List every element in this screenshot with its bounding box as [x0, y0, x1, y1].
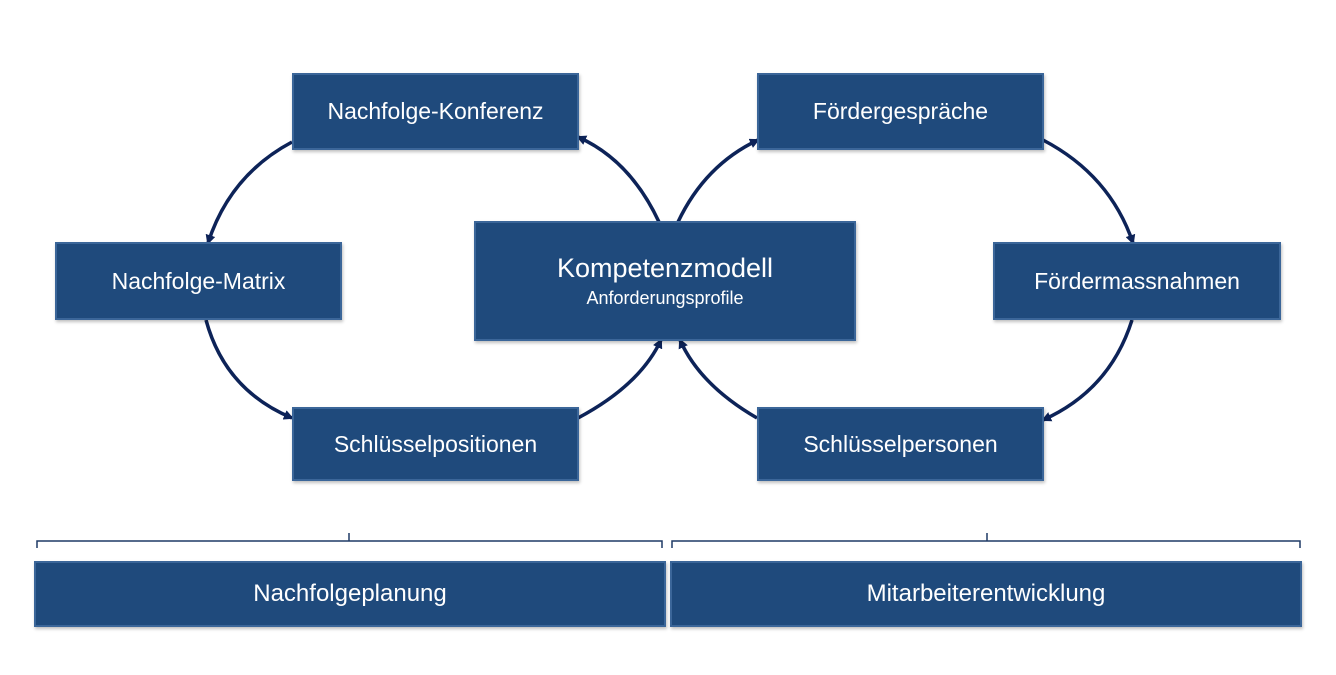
- arrow-schluesselpersonen-to-kompetenzmodell: [678, 338, 758, 420]
- section-mitarbeiterentwicklung-label: Mitarbeiterentwicklung: [866, 580, 1106, 607]
- node-schluesselpersonen-label: Schlüsselpersonen: [803, 430, 998, 457]
- arrow-foerdermassnahmen-to-schluesselpersonen: [1041, 319, 1134, 422]
- brace-left: [36, 533, 663, 548]
- node-foerdergespraeche-label: Fördergespräche: [812, 98, 989, 124]
- node-schluesselpositionen-label: Schlüsselpositionen: [333, 430, 538, 457]
- node-schluesselpositionen: Schlüsselpositionen: [292, 407, 579, 481]
- section-nachfolgeplanung: Nachfolgeplanung: [34, 561, 666, 627]
- node-foerdermassnahmen: Fördermassnahmen: [993, 242, 1281, 320]
- node-schluesselpersonen: Schlüsselpersonen: [757, 407, 1044, 481]
- node-nachfolge-konferenz-label: Nachfolge-Konferenz: [327, 98, 544, 124]
- arrow-konferenz-to-matrix: [205, 140, 293, 245]
- node-kompetenzmodell-subtitle: Anforderungsprofile: [586, 288, 744, 308]
- node-kompetenzmodell: Kompetenzmodell Anforderungsprofile: [474, 221, 856, 341]
- brace-right: [671, 533, 1301, 548]
- node-kompetenzmodell-title: Kompetenzmodell: [556, 253, 774, 283]
- section-nachfolgeplanung-label: Nachfolgeplanung: [253, 580, 447, 607]
- arrow-kompetenzmodell-to-foerdergespraeche: [676, 138, 760, 223]
- arrow-schluesselpositionen-to-kompetenzmodell: [577, 338, 663, 420]
- arrow-foerdergespraeche-to-foerdermassnahmen: [1042, 138, 1136, 245]
- node-nachfolge-konferenz: Nachfolge-Konferenz: [292, 73, 579, 150]
- node-foerdermassnahmen-label: Fördermassnahmen: [1034, 267, 1240, 294]
- node-foerdergespraeche: Fördergespräche: [757, 73, 1044, 150]
- section-mitarbeiterentwicklung: Mitarbeiterentwicklung: [670, 561, 1302, 627]
- arrow-matrix-to-schluesselpositionen: [204, 319, 294, 420]
- arrow-kompetenzmodell-to-konferenz: [576, 135, 661, 223]
- node-nachfolge-matrix: Nachfolge-Matrix: [55, 242, 342, 320]
- node-nachfolge-matrix-label: Nachfolge-Matrix: [111, 267, 286, 294]
